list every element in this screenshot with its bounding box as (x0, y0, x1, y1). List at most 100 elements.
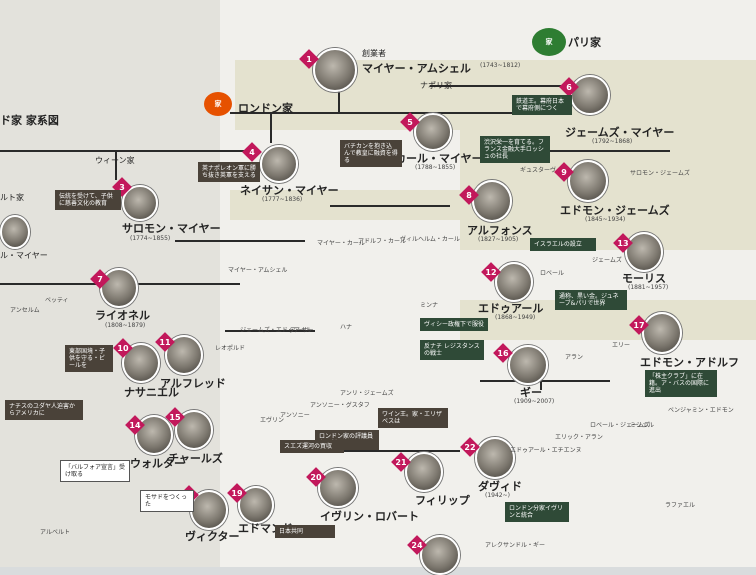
person-number-badge: 16 (493, 343, 513, 363)
badge-number: 4 (249, 147, 255, 157)
person-years: (1868~1949) (495, 314, 536, 321)
person-name: イヴリン・ロバート (320, 510, 419, 523)
portrait (318, 468, 358, 508)
badge-number: 11 (159, 337, 171, 347)
small-name: エヴリン (260, 417, 285, 424)
person-number-badge: 13 (613, 233, 633, 253)
small-name: ミンナ (420, 302, 439, 309)
annotation-note: ロンドン分家イヴリンと統合 (505, 502, 569, 522)
badge-number: 12 (485, 267, 497, 277)
founder-name: マイヤー・アムシェル (362, 62, 471, 75)
person-number-badge: 4 (242, 142, 262, 162)
person-name: ベッティ (45, 297, 69, 304)
badge-number: 1 (306, 54, 312, 64)
tree-line (225, 330, 315, 332)
person-years: (1909~2007) (514, 398, 555, 405)
tree-line (115, 150, 117, 180)
person-years: (1792~1868) (592, 138, 633, 145)
tree-line (0, 150, 250, 152)
badge-number: 9 (561, 167, 567, 177)
person-name: アルベルト (40, 529, 70, 536)
person-years: (1827~1905) (478, 236, 519, 243)
tree-line (230, 112, 530, 114)
tree-line (480, 380, 610, 382)
person-name: アルフォンス (467, 224, 533, 237)
person-number-badge: 9 (554, 162, 574, 182)
person-number-badge: 19 (227, 483, 247, 503)
small-name: ハナ (340, 324, 353, 331)
small-name: アーサー (290, 327, 314, 334)
person-years: (1845~1934) (585, 216, 626, 223)
small-name: ベンジャミン・エドモン (668, 407, 734, 414)
left-label-0: ウィーン家 (95, 155, 135, 166)
portrait (475, 437, 515, 479)
person-number-badge: 17 (629, 315, 649, 335)
annotation-note: 反ナチ レジスタンスの戦士 (420, 340, 484, 360)
person-name: エドモン・アドルフ (640, 356, 739, 369)
person-name: サロモン・マイヤー (122, 222, 221, 235)
person-name: ナサニエル (124, 386, 179, 399)
small-name: エドゥアール・エチエンヌ (510, 447, 582, 454)
person-years: (1942~) (485, 492, 510, 499)
annotation-note: ワイン王。家・エリザベスは (378, 408, 448, 428)
person-number-badge: 10 (113, 338, 133, 358)
badge-number: 5 (407, 117, 413, 127)
london-house-label: ロンドン家 (238, 102, 293, 115)
paris-house-label: パリ家 (568, 36, 601, 49)
house-badge: 家 (204, 92, 232, 116)
badge-number: 13 (617, 238, 629, 248)
small-name: ジェームズ・エドゥアール (240, 327, 312, 334)
portrait (0, 215, 30, 249)
annotation-note: スエズ運河の買収 (280, 440, 344, 453)
person-name: ダヴィド (478, 480, 522, 493)
tree-line (330, 450, 460, 452)
badge-number: 20 (310, 472, 322, 482)
person-number-badge: 20 (306, 467, 326, 487)
tree-line (270, 113, 272, 143)
portrait (508, 345, 548, 385)
small-name: マイヤー・アムシェル (228, 267, 288, 274)
portrait (642, 312, 682, 354)
annotation-note: 通称、黒い金。ジュネーブ&パリで世界 (555, 290, 627, 310)
annotation-note: 日本共同 (275, 525, 335, 538)
badge-number: 16 (497, 348, 509, 358)
portrait (420, 535, 460, 575)
annotation-note: バチカンを抱き込んで教皇に融資を得る (340, 140, 402, 167)
person-number-badge: 5 (400, 112, 420, 132)
person-name: ジェームズ・マイヤー (565, 126, 675, 139)
small-name: アレクサンドル・ギー (485, 542, 546, 549)
person-name: アンセルム (10, 307, 40, 314)
portrait (100, 268, 138, 308)
small-name: ロベール・ジェームズ (590, 422, 650, 429)
badge-number: 8 (466, 190, 472, 200)
portrait (568, 160, 608, 202)
small-name: エリー (612, 342, 631, 349)
naples-house-label: ナポリ家 (420, 81, 452, 90)
portrait (495, 262, 533, 302)
person-number-badge: 12 (481, 262, 501, 282)
portrait (625, 232, 663, 272)
portrait (122, 185, 158, 221)
small-name: ヴィルヘルム・カール (400, 236, 460, 243)
person-number-badge: 7 (90, 269, 110, 289)
person-number-badge: 6 (559, 77, 579, 97)
annotation-note: 東部国境・子供を守る・ビールを (65, 345, 113, 372)
badge-number: 17 (633, 320, 645, 330)
person-name: エドモン・ジェームズ (560, 204, 670, 217)
annotation-note: ナチスのユダヤ人迫害からアメリカに (5, 400, 83, 420)
small-name: ラファエル (665, 502, 696, 509)
badge-number: 22 (464, 442, 476, 452)
annotation-note: 鉄道王。幕府日本で幕府側につく (512, 95, 572, 115)
small-name: アンリ・ジェームズ (340, 390, 394, 397)
portrait (313, 48, 357, 92)
portrait (122, 343, 160, 383)
annotation-note: イスラエルの設立 (530, 238, 596, 251)
small-name: エリック・アラン (555, 434, 603, 441)
annotation-note: 「バルフォア宣言」受け取る (60, 460, 130, 482)
person-name: ライオネル (95, 309, 150, 322)
person-years: (1788~1855) (415, 164, 456, 171)
left-page-title: ド家 家系図 (0, 114, 59, 127)
person-name: アルフレッド (160, 377, 226, 390)
person-name: エドゥアール (478, 302, 544, 315)
person-name: モーリス (622, 272, 666, 285)
